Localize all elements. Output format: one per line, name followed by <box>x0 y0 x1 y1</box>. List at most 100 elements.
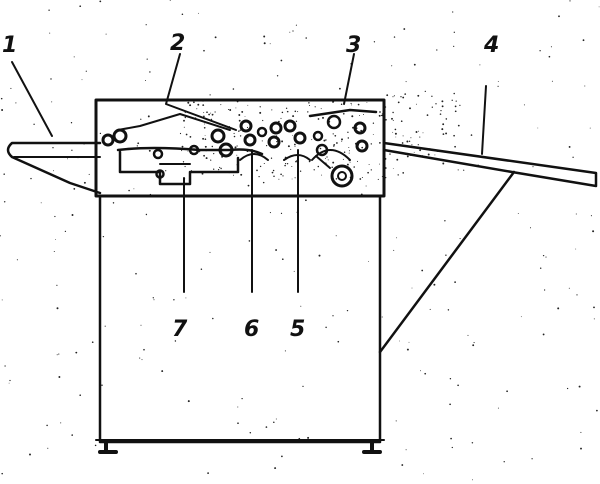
speckle-dot <box>342 158 344 160</box>
speckle-dot <box>453 92 455 95</box>
speckle-dot <box>185 133 188 136</box>
speckle-dot <box>161 370 164 373</box>
speckle-dot <box>453 134 455 137</box>
speckle-dot <box>311 139 313 141</box>
speckle-dot <box>370 143 373 145</box>
speckle-dot <box>440 110 442 112</box>
speckle-dot <box>174 340 177 342</box>
speckle-dot <box>378 163 380 165</box>
speckle-dot <box>153 299 155 301</box>
speckle-dot <box>317 165 320 168</box>
speckle-dot <box>339 87 341 90</box>
speckle-dot <box>391 65 393 67</box>
speckle-dot <box>88 173 90 175</box>
speckle-dot <box>406 140 409 143</box>
speckle-dot <box>335 235 337 237</box>
speckle-dot <box>325 139 327 141</box>
speckle-dot <box>453 31 455 33</box>
speckle-dot <box>258 175 260 178</box>
speckle-dot <box>203 154 205 157</box>
callout-label-3: 3 <box>346 33 361 58</box>
speckle-dot <box>73 188 76 190</box>
speckle-dot <box>104 325 106 327</box>
speckle-dot <box>467 334 469 336</box>
speckle-dot <box>334 134 337 137</box>
speckle-dot <box>365 185 367 187</box>
speckle-dot <box>314 106 316 108</box>
speckle-dot <box>212 317 214 320</box>
speckle-dot <box>359 178 362 180</box>
speckle-dot <box>340 103 343 106</box>
speckle-dot <box>411 287 413 289</box>
speckle-dot <box>270 157 273 159</box>
speckle-dot <box>85 70 87 72</box>
speckle-dot <box>190 170 192 171</box>
speckle-dot <box>320 108 322 110</box>
speckle-dot <box>413 63 416 66</box>
speckle-dot <box>392 111 394 114</box>
speckle-dot <box>529 227 532 229</box>
speckle-dot <box>269 212 271 214</box>
speckle-dot <box>459 238 461 240</box>
speckle-dot <box>294 110 297 113</box>
speckle-dot <box>140 324 142 326</box>
speckle-dot <box>181 13 184 16</box>
speckle-dot <box>75 351 78 354</box>
speckle-dot <box>568 145 571 148</box>
speckle-dot <box>580 431 582 433</box>
speckle-dot <box>361 176 363 179</box>
speckle-dot <box>590 215 592 217</box>
speckle-dot <box>295 120 298 122</box>
speckle-dot <box>273 175 275 177</box>
speckle-dot <box>449 378 452 380</box>
speckle-dot <box>459 104 461 107</box>
speckle-dot <box>427 153 430 156</box>
speckle-dot <box>550 46 552 48</box>
speckle-dot <box>289 31 291 33</box>
speckle-dot <box>589 127 591 129</box>
speckle-dot <box>56 354 58 356</box>
speckle-dot <box>15 102 17 104</box>
speckle-dot <box>202 104 205 106</box>
speckle-dot <box>58 376 61 378</box>
speckle-dot <box>449 403 451 406</box>
speckle-dot <box>497 81 499 83</box>
speckle-dot <box>187 101 190 104</box>
speckle-dot <box>241 397 243 400</box>
speckle-dot <box>295 24 297 26</box>
speckle-dot <box>105 33 107 35</box>
speckle-dot <box>193 101 195 104</box>
speckle-dot <box>413 151 415 153</box>
speckle-dot <box>308 104 311 107</box>
speckle-dot <box>363 114 364 115</box>
speckle-dot <box>73 56 75 58</box>
speckle-dot <box>368 164 370 165</box>
speckle-dot <box>294 145 296 147</box>
speckle-dot <box>1 109 4 111</box>
speckle-dot <box>539 267 542 269</box>
speckle-dot <box>220 104 222 106</box>
speckle-dot <box>445 254 447 256</box>
speckle-dot <box>393 249 395 251</box>
speckle-dot <box>135 272 137 275</box>
speckle-dot <box>33 123 35 126</box>
speckle-dot <box>241 110 244 113</box>
speckle-dot <box>353 166 355 168</box>
speckle-dot <box>214 36 217 39</box>
machine-cabinet <box>94 98 386 454</box>
speckle-dot <box>444 220 446 222</box>
speckle-dot <box>297 111 299 113</box>
speckle-dot <box>372 133 374 135</box>
speckle-dot <box>0 97 3 100</box>
speckle-dot <box>410 137 412 139</box>
speckle-dot <box>308 161 310 163</box>
speckle-dot <box>262 181 265 184</box>
speckle-dot <box>99 0 102 3</box>
speckle-dot <box>348 152 350 154</box>
speckle-dot <box>274 467 277 470</box>
speckle-dot <box>145 24 147 26</box>
speckle-dot <box>209 251 211 253</box>
speckle-dot <box>269 43 271 45</box>
speckle-dot <box>233 132 235 135</box>
